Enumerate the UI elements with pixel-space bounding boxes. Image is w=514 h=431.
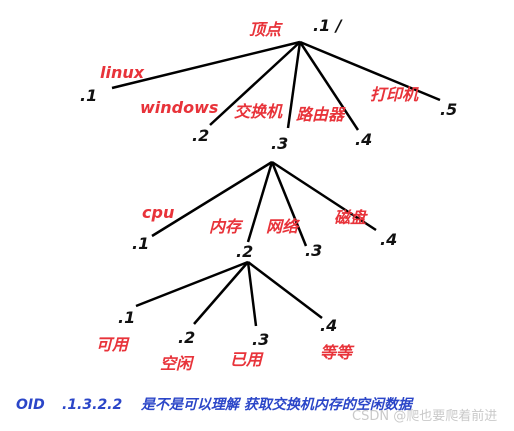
node-network-oid: .3 [305,241,323,260]
edge-memory-idle [193,261,249,325]
caption-oid: .1.3.2.2 [62,397,123,413]
edge-switch-network [270,161,308,247]
node-cpu-oid: .1 [132,234,150,253]
node-router-label: 路由器 [296,105,345,124]
node-printer-oid: .5 [440,100,458,119]
node-windows-oid: .2 [192,126,210,145]
edge-root-linux [111,40,301,90]
node-idle-oid: .2 [178,328,196,347]
node-memory-oid: .2 [236,242,254,261]
node-switch-oid: .3 [271,134,289,153]
node-idle-label: 空闲 [160,354,193,373]
caption-prefix: OID [16,397,45,413]
node-memory-label: 内存 [209,217,242,236]
caption-text: 是不是可以理解 获取交换机内存的空闲数据 [141,397,412,413]
edge-memory-available [135,260,249,308]
edge-root-windows [209,41,301,126]
edge-switch-memory [246,161,274,243]
node-available-label: 可用 [96,335,129,354]
node-router-oid: .4 [355,130,373,149]
node-network-label: 网络 [266,217,299,236]
node-used-oid: .3 [252,330,270,349]
node-etc-label: 等等 [320,343,353,362]
node-disk-oid: .4 [380,230,398,249]
edge-switch-cpu [151,160,273,238]
node-cpu-label: cpu [142,203,175,222]
edge-root-switch [286,41,302,129]
node-used-label: 已用 [230,350,263,369]
node-linux-oid: .1 [80,86,98,105]
node-windows-label: windows [140,98,219,117]
node-etc-oid: .4 [320,316,338,335]
edge-switch-disk [271,160,377,232]
watermark: CSDN @爬也要爬着前进 [352,409,498,424]
edge-memory-used [246,261,258,327]
node-disk-label: 磁盘 [334,208,367,227]
root-oid: .1 / [313,16,342,35]
node-linux-label: linux [100,63,145,82]
root-label: 顶点 [249,20,282,39]
edge-memory-etc [247,261,323,319]
node-printer-label: 打印机 [370,85,419,104]
node-switch-label: 交换机 [234,102,283,121]
edge-root-router [298,41,360,131]
edge-root-printer [299,40,441,102]
node-available-oid: .1 [118,308,136,327]
